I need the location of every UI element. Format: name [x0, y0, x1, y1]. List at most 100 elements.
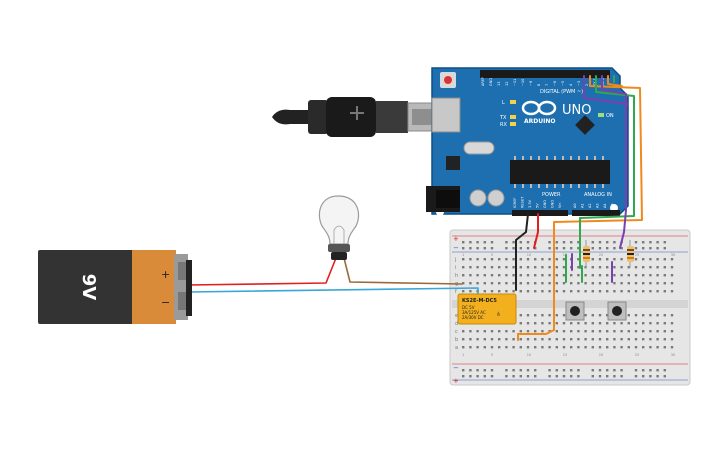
breadboard-hole — [490, 375, 494, 378]
column-number: 5 — [491, 253, 493, 257]
breadboard-hole — [620, 247, 623, 250]
breadboard-hole — [469, 346, 472, 349]
breadboard-hole — [519, 266, 522, 269]
breadboard-hole — [584, 274, 587, 277]
breadboard-hole — [555, 338, 558, 341]
breadboard-hole — [634, 369, 638, 372]
wire-digital-purple[interactable] — [601, 75, 627, 249]
breadboard-hole — [534, 274, 537, 277]
battery-9v[interactable]: 9V + − — [38, 250, 192, 324]
breadboard-hole — [584, 330, 587, 333]
breadboard-hole — [519, 322, 522, 325]
breadboard-hole — [649, 241, 652, 244]
breadboard-hole — [591, 266, 594, 269]
breadboard-hole — [555, 369, 558, 372]
breadboard-hole — [534, 338, 537, 341]
breadboard-hole — [634, 375, 638, 378]
wire-battery-blue[interactable] — [187, 287, 479, 301]
breadboard-hole — [462, 266, 465, 269]
breadboard-hole — [656, 290, 659, 293]
breadboard-hole — [598, 338, 602, 341]
relay-module[interactable]: KS2E-M-DC5 DC 5V 3A/125V AC 2A/30V DC ⋔ — [457, 293, 517, 325]
arduino-brand: ARDUINO — [524, 118, 555, 125]
breadboard-hole — [490, 290, 494, 293]
breadboard-hole — [505, 258, 508, 261]
breadboard-hole — [598, 346, 602, 349]
push-button-1[interactable] — [565, 301, 585, 321]
light-bulb[interactable] — [318, 195, 360, 260]
breadboard-hole — [670, 290, 674, 293]
breadboard-hole — [627, 314, 630, 317]
breadboard-hole — [541, 338, 544, 341]
breadboard-hole — [469, 338, 472, 341]
wire-5v-red[interactable] — [533, 213, 539, 249]
breadboard-hole — [483, 330, 486, 333]
row-letter: a — [455, 345, 458, 351]
digital-pin-label: 2 — [585, 84, 589, 86]
breadboard-hole — [598, 375, 602, 378]
breadboard-hole — [555, 258, 558, 261]
row-letter: e — [455, 313, 458, 319]
breadboard-hole — [649, 375, 652, 378]
breadboard-hole — [541, 266, 544, 269]
arduino-uno-board[interactable]: L TX RX ON ARDUINO UNO DIGITAL (PWM ~) P… — [426, 67, 629, 216]
breadboard-hole — [656, 330, 659, 333]
digital-pin-label: GND — [489, 78, 493, 86]
breadboard-hole — [663, 346, 666, 349]
wire-gnd-black[interactable] — [515, 213, 529, 291]
led-label-tx: TX — [499, 115, 507, 121]
wire-lamp-brown[interactable] — [343, 257, 463, 285]
breadboard-hole — [512, 241, 515, 244]
breadboard-hole — [598, 314, 602, 317]
power-pin-label: RESET — [521, 196, 525, 208]
wire-battery-red[interactable] — [187, 257, 337, 286]
breadboard-hole — [584, 346, 587, 349]
breadboard-hole — [577, 258, 580, 261]
wire-digital-orange[interactable] — [517, 75, 643, 335]
breadboard-hole — [548, 338, 551, 341]
breadboard-hole — [620, 266, 623, 269]
breadboard-hole — [512, 330, 515, 333]
breadboard-hole — [634, 258, 638, 261]
power-pin-label: GND — [551, 200, 555, 208]
breadboard-hole — [462, 375, 465, 378]
breadboard-hole — [469, 330, 472, 333]
breadboard-hole — [584, 322, 587, 325]
breadboard-hole — [562, 338, 566, 341]
breadboard-hole — [548, 369, 551, 372]
breadboard-hole — [462, 330, 465, 333]
breadboard-hole — [577, 338, 580, 341]
wire-digital-green[interactable] — [579, 75, 635, 269]
wire-digital-orange-2[interactable] — [607, 75, 623, 87]
breadboard-hole — [562, 247, 566, 250]
resistor-1[interactable] — [583, 240, 590, 268]
breadboard-hole — [663, 314, 666, 317]
breadboard-hole — [606, 266, 609, 269]
column-number: 30 — [671, 353, 675, 357]
breadboard-hole — [577, 274, 580, 277]
breadboard-hole — [663, 338, 666, 341]
breadboard-hole — [519, 375, 522, 378]
breadboard-hole — [570, 290, 573, 293]
breadboard-hole — [505, 274, 508, 277]
resistor-2[interactable] — [627, 240, 634, 268]
breadboard-hole — [613, 322, 616, 325]
digital-pin-label: ~6 — [553, 81, 557, 86]
breadboard-hole — [534, 290, 537, 293]
led-tx — [510, 115, 516, 119]
breadboard-hole — [519, 241, 522, 244]
breadboard-hole — [627, 346, 630, 349]
wire-digital-purple-2[interactable] — [583, 75, 629, 105]
breadboard-hole — [483, 338, 486, 341]
breadboard-hole — [570, 241, 573, 244]
digital-pin-label: 4 — [569, 83, 573, 86]
breadboard-hole — [577, 330, 580, 333]
breadboard-hole — [656, 322, 659, 325]
push-button-2[interactable] — [607, 301, 627, 321]
breadboard-hole — [663, 282, 666, 285]
breadboard-hole — [591, 274, 594, 277]
breadboard-hole — [613, 247, 616, 250]
breadboard-hole — [476, 369, 479, 372]
breadboard-hole — [634, 346, 638, 349]
digital-pin-label: ~9 — [529, 81, 533, 86]
